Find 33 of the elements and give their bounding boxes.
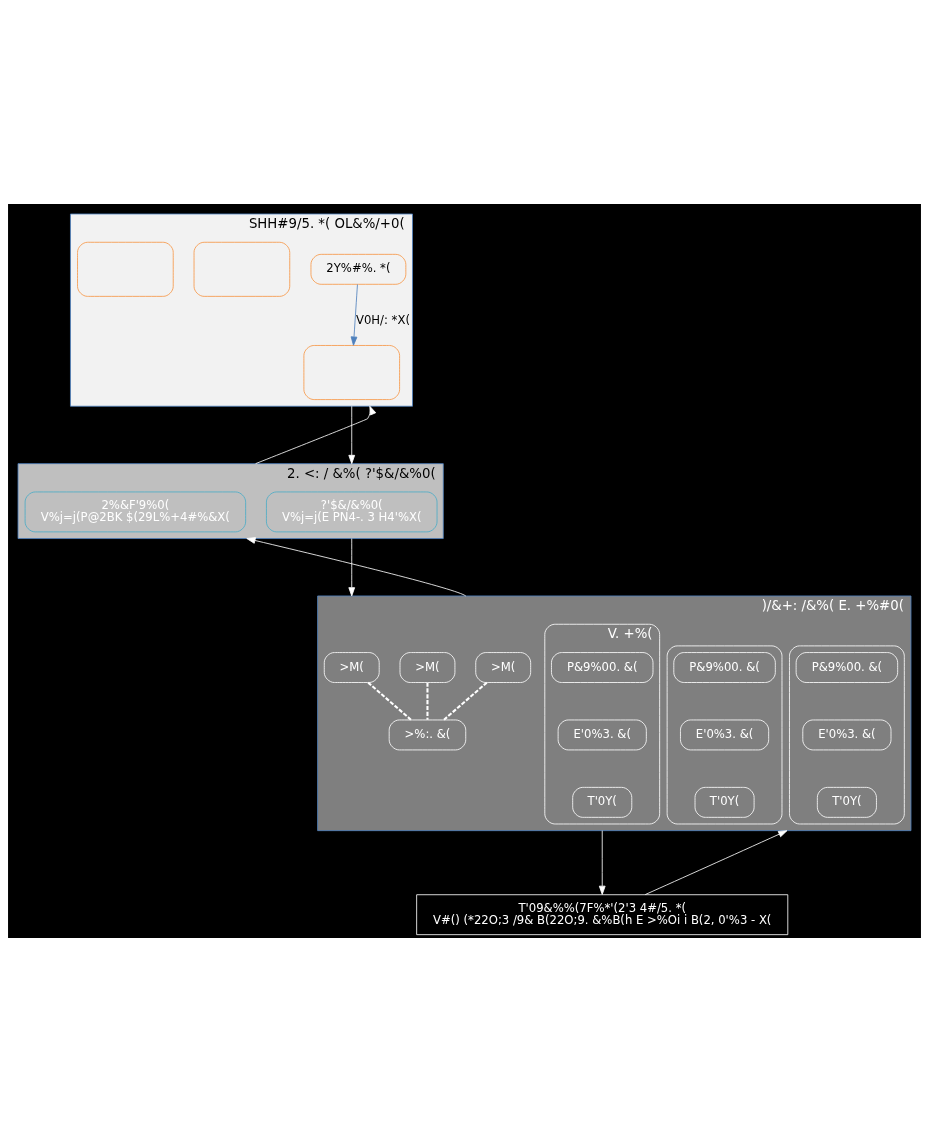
arrow	[255, 405, 377, 464]
node-box: E'0%3. &(	[680, 719, 770, 750]
node-box: ?'$&/&%0( V%j=j(E PN4-. 3 H4'%X(	[266, 491, 438, 532]
node-box	[193, 241, 291, 297]
node-box: 2%&F'9%0( V%j=j(P@2BK $(29L%+4#%&X(	[24, 491, 247, 532]
node-box: P&9%00. &(	[795, 651, 899, 683]
node-box: >M(	[399, 651, 456, 683]
node-box: >M(	[475, 651, 532, 683]
cluster	[666, 645, 783, 824]
node-box: E'0%3. &(	[557, 719, 647, 750]
node-box: >M(	[323, 651, 380, 683]
node-box: T'0Y(	[572, 786, 633, 818]
node-box: P&9%00. &(	[673, 651, 776, 683]
node-box: T'09&%%(7F%*'(2'3 4#/5. *( V#() (*22O;3 /9& B(22O;9. &%B(h E >%Oi i B(2, 0'%3 - X(	[416, 893, 789, 935]
arrow	[246, 536, 467, 596]
arrow	[350, 283, 358, 346]
connector	[426, 682, 429, 720]
node-box	[77, 241, 174, 297]
connector	[443, 681, 488, 721]
arrow	[348, 405, 356, 464]
node-box: E'0%3. &(	[802, 719, 892, 750]
node-box: T'0Y(	[694, 786, 755, 818]
arrow	[644, 829, 788, 895]
arrow	[598, 829, 606, 895]
node-box: 2Y%#%. *(	[310, 253, 407, 285]
cluster	[789, 645, 905, 824]
edge-label: V0H/: *X(	[355, 312, 410, 327]
node-box: >%:. &(	[388, 719, 467, 750]
node-box: T'0Y(	[816, 786, 877, 818]
arrow	[348, 537, 356, 596]
connector	[367, 681, 412, 721]
node-box	[303, 344, 400, 400]
node-box: P&9%00. &(	[551, 651, 654, 683]
